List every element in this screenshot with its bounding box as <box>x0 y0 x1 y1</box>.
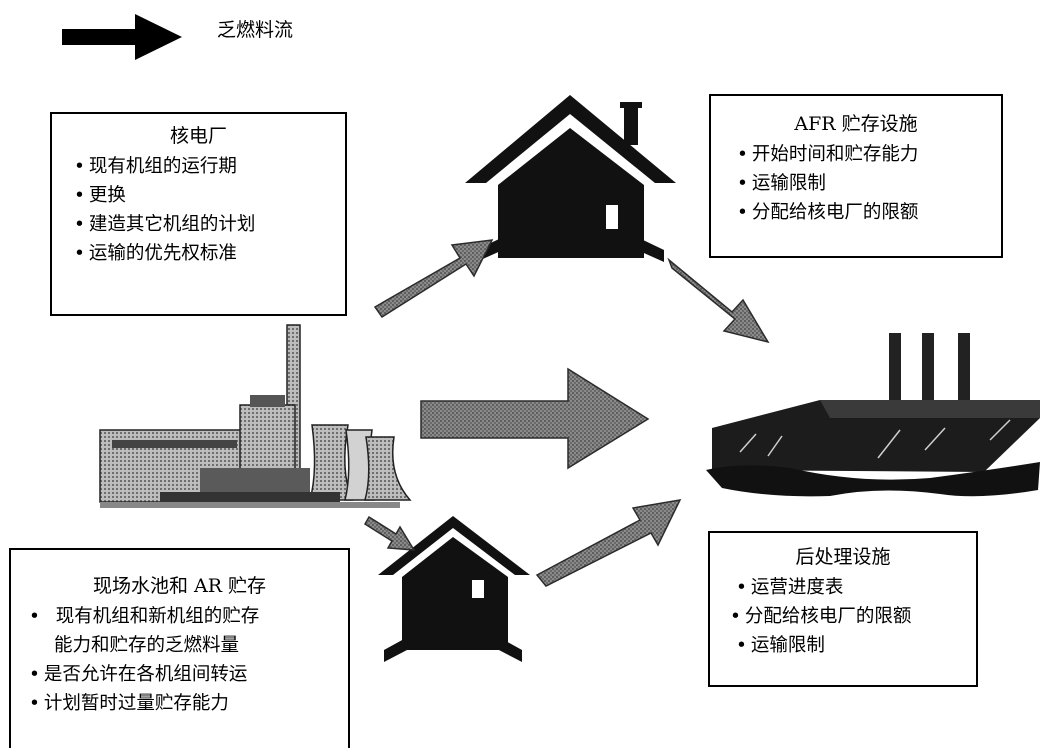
arrow-afr-to-reprocessing <box>667 257 770 344</box>
nuclear-power-plant-icon <box>99 324 412 508</box>
list-item: •运输限制 <box>737 173 826 194</box>
onsite-box-title: 现场水池和 AR 贮存 <box>92 575 267 597</box>
onsite-box-list: • 现有机组和新机组的贮存 能力和贮存的乏燃料量 •是否允许在各机组间转运 •计… <box>11 602 348 718</box>
list-item: •分配给核电厂的限额 <box>737 202 919 223</box>
list-item: •开始时间和贮存能力 <box>737 144 919 165</box>
list-item: • 现有机组和新机组的贮存 <box>29 606 260 627</box>
reprocessing-facility-icon <box>706 333 1040 497</box>
afr-box: AFR 贮存设施 •开始时间和贮存能力 •运输限制 •分配给核电厂的限额 <box>709 94 1003 258</box>
npp-box: 核电厂 •现有机组的运行期 •更换 •建造其它机组的计划 •运输的优先权标准 <box>50 112 347 316</box>
list-item: •分配给核电厂的限额 <box>730 606 912 627</box>
afr-box-list: •开始时间和贮存能力 •运输限制 •分配给核电厂的限额 <box>711 140 1001 227</box>
list-item: •是否允许在各机组间转运 <box>29 664 248 685</box>
npp-box-list: •现有机组的运行期 •更换 •建造其它机组的计划 •运输的优先权标准 <box>52 152 345 268</box>
arrow-plant-to-reprocessing <box>420 367 650 470</box>
arrow-plant-to-afr <box>373 239 494 319</box>
flow-arrows <box>363 239 770 587</box>
reproc-box-title: 后处理设施 <box>795 546 891 568</box>
list-item: •现有机组的运行期 <box>74 156 237 177</box>
onsite-box: 现场水池和 AR 贮存 • 现有机组和新机组的贮存 能力和贮存的乏燃料量 •是否… <box>9 548 350 748</box>
list-item: 能力和贮存的乏燃料量 <box>54 635 240 656</box>
list-item: •更换 <box>74 185 126 206</box>
arrow-onsite-to-reprocessing <box>535 499 682 587</box>
list-item: •运输的优先权标准 <box>74 243 237 264</box>
arrow-plant-to-onsite <box>363 515 416 551</box>
npp-box-title: 核电厂 <box>169 125 227 147</box>
afr-storage-house-icon <box>465 95 676 262</box>
list-item: •运输限制 <box>736 635 825 656</box>
legend-label: 乏燃料流 <box>217 19 294 41</box>
reproc-box-list: •运营进度表 •分配给核电厂的限额 •运输限制 <box>710 573 976 660</box>
list-item: •计划暂时过量贮存能力 <box>29 693 229 714</box>
afr-box-title: AFR 贮存设施 <box>794 113 918 135</box>
reproc-box: 后处理设施 •运营进度表 •分配给核电厂的限额 •运输限制 <box>708 531 978 687</box>
list-item: •建造其它机组的计划 <box>74 214 256 235</box>
list-item: •运营进度表 <box>736 577 844 598</box>
legend-arrow-icon <box>62 14 182 60</box>
onsite-storage-house-icon <box>378 516 530 662</box>
